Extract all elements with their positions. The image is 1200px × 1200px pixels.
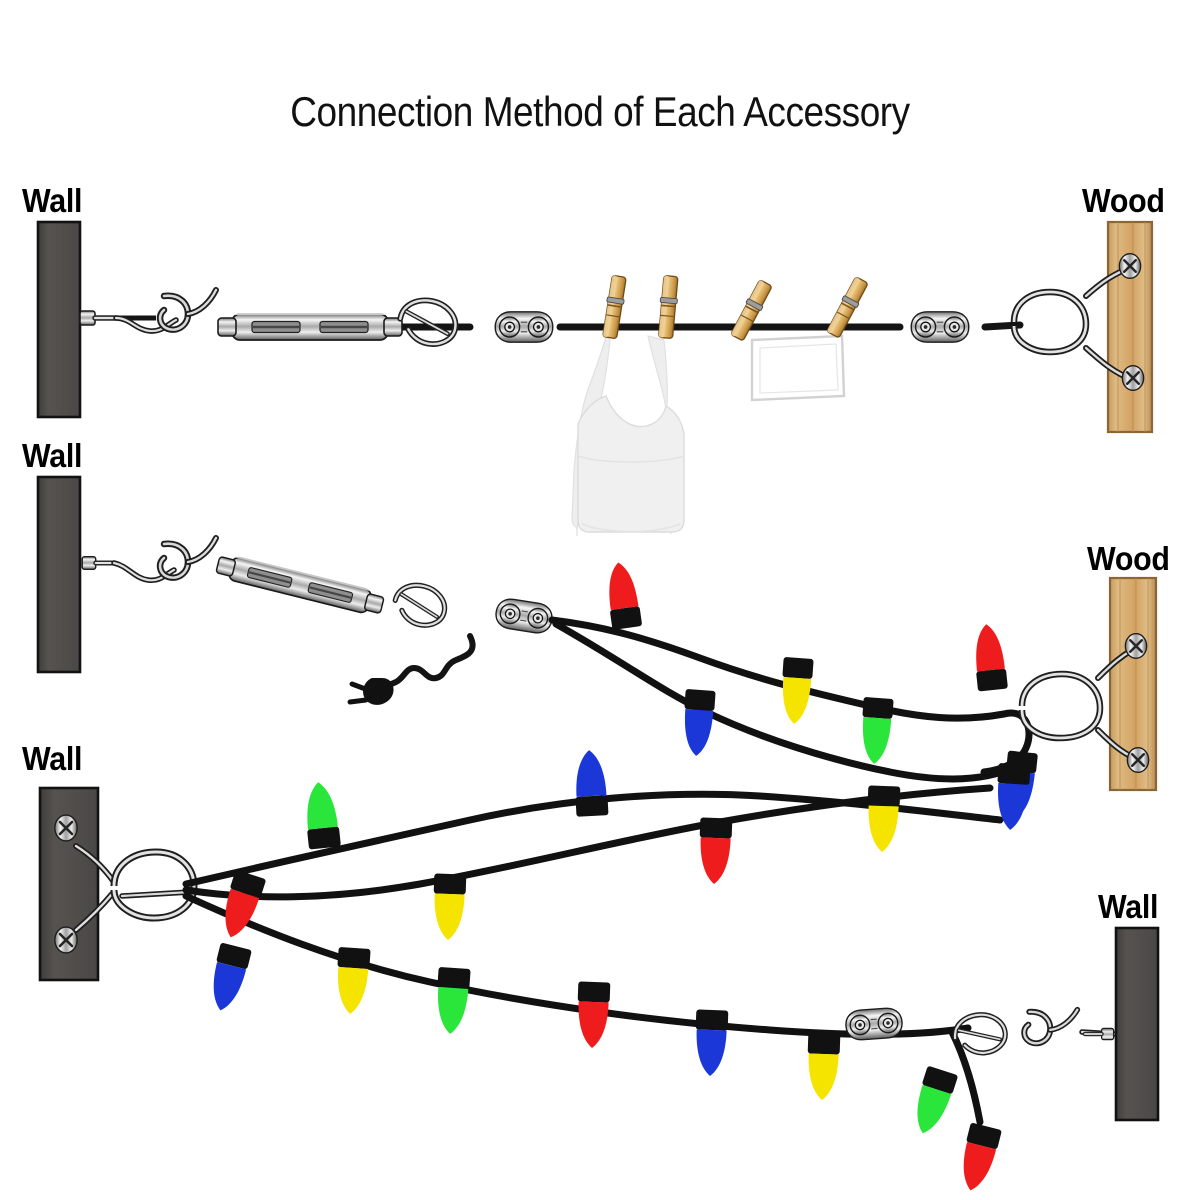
page-title: Connection Method of Each Accessory — [290, 88, 910, 135]
eye-bolt-top-left — [80, 311, 116, 325]
wood-screw-row2-top — [1124, 632, 1148, 660]
wood-screw-row2-bottom — [1126, 746, 1150, 774]
bulb-row2-3-yellow — [782, 657, 814, 724]
wire-rope-clip-row1-right[interactable] — [910, 311, 970, 343]
light-string-row3-cross — [182, 784, 994, 901]
bulb-row3u-3-yellow — [433, 873, 467, 940]
wood-post-top-right — [1106, 220, 1154, 434]
bulb-row3l-7-yellow — [807, 1033, 841, 1100]
wire-rope-clip-row2[interactable] — [493, 596, 555, 636]
wood-screw-row1-top — [1118, 252, 1142, 280]
label-wood-mid-right: Wood — [1087, 540, 1170, 577]
label-wood-top-right: Wood — [1082, 182, 1165, 219]
hanging-photo-frame — [750, 334, 846, 402]
eye-bolt-mid-left — [82, 557, 114, 570]
bulb-row3l-4-green — [437, 967, 471, 1034]
wall-block-bottom-right — [1114, 926, 1160, 1122]
wood-hook-lower-hl-row1 — [1084, 346, 1126, 378]
carabiner-row2-right — [1018, 670, 1104, 742]
bulb-row3l-1-red — [225, 870, 266, 938]
wall-block-top-left — [36, 220, 82, 419]
carabiner-row3-left — [110, 848, 198, 922]
snap-hook-row2 — [391, 580, 449, 630]
carabiner-row1-right — [1010, 288, 1090, 356]
label-wall-top-left: Wall — [22, 182, 83, 219]
wire-rope-clip-row1-left[interactable] — [494, 311, 554, 343]
snap-hook-row1 — [397, 296, 459, 348]
plug-cord — [379, 633, 476, 691]
bulb-row2-2-blue — [684, 689, 716, 756]
label-wall-mid-left: Wall — [22, 437, 83, 474]
row-lights-single — [36, 475, 1158, 818]
bulb-row3l-6-blue — [695, 1009, 729, 1076]
bulb-row3l-5-red — [577, 981, 611, 1048]
cable-highlight-left-1 — [114, 316, 178, 333]
wall-block-mid-left — [36, 475, 82, 674]
wood-screw-row1-bottom — [1121, 364, 1145, 392]
bulb-row3u-1-green — [307, 782, 341, 850]
label-wall-bottom-left: Wall — [22, 740, 83, 777]
s-hook-row3-right — [1024, 1006, 1078, 1046]
wall-bracket-arm-lower-hl — [74, 892, 114, 932]
bulb-row3l-2-blue — [213, 943, 252, 1011]
power-plug-assembly — [347, 633, 476, 705]
turnbuckle-row1[interactable] — [216, 312, 404, 342]
bulb-row3l-3-yellow — [337, 947, 371, 1014]
label-wall-bottom-right: Wall — [1098, 888, 1159, 925]
turnbuckle-row2[interactable] — [213, 551, 387, 619]
light-string-row2-lower — [552, 620, 1020, 783]
hanging-tank-top — [571, 334, 685, 537]
bulb-row3u-5-yellow — [867, 785, 901, 852]
plug-head — [347, 678, 394, 705]
clothespin-3[interactable] — [728, 278, 775, 343]
wall-screw-bottom-left-top — [53, 813, 79, 843]
bulb-row3u-4-red — [699, 817, 733, 884]
bulb-row2-4-green — [862, 697, 894, 764]
bulb-row2-1-red — [609, 562, 642, 630]
bulb-row3u-6-blue — [997, 763, 1031, 830]
bulb-row2-5-red — [976, 624, 1008, 692]
light-string-row2-upper — [548, 616, 1008, 722]
row-lights-double — [38, 750, 1160, 1191]
bulb-row3l-9-red — [963, 1123, 1002, 1191]
row-clothesline — [36, 220, 1154, 537]
bulb-row3u-2-blue — [575, 750, 609, 817]
wire-rope-clip-row3[interactable] — [844, 1006, 904, 1042]
bulb-row3l-8-green — [917, 1066, 958, 1134]
